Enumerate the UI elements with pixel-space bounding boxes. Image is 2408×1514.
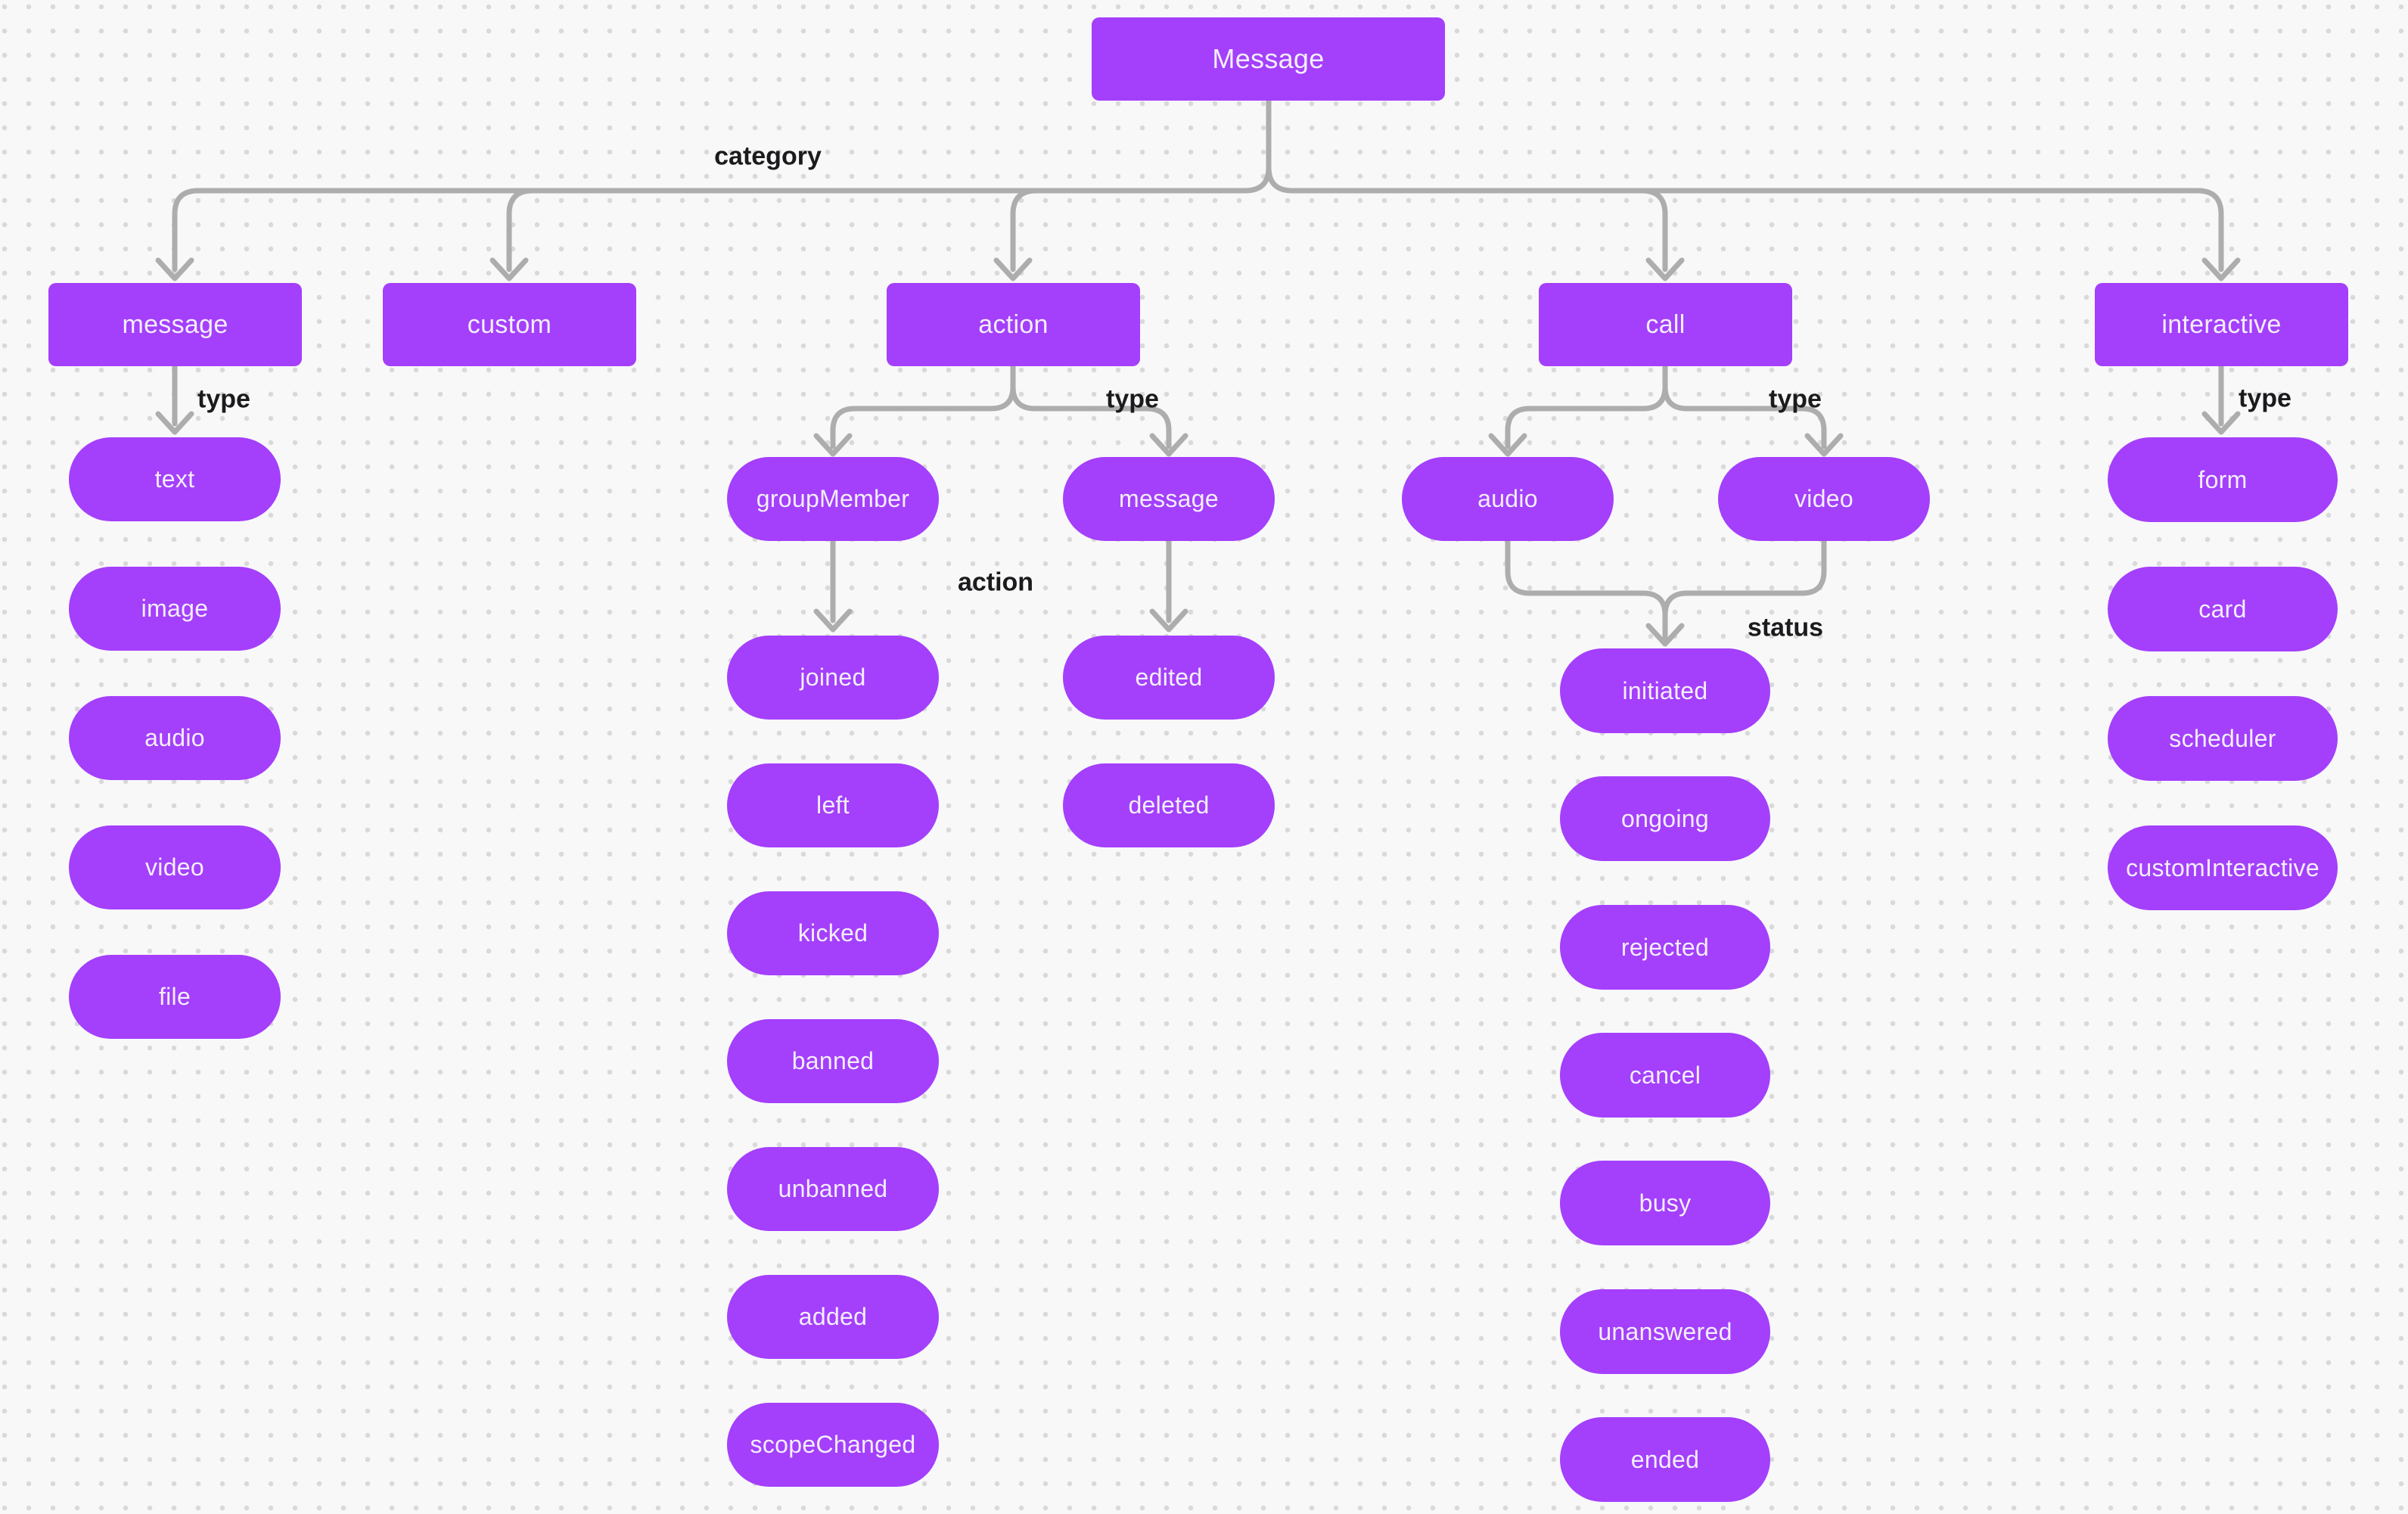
- node-action-banned: banned: [727, 1019, 939, 1103]
- edge-root-to-call: [1639, 188, 1668, 272]
- edge-label-type-call: type: [1769, 384, 1822, 414]
- arrowhead: [1645, 257, 1685, 281]
- edge-label-type-action: type: [1106, 384, 1159, 414]
- arrowhead: [1149, 433, 1188, 457]
- node-type-audio: audio: [69, 696, 281, 780]
- node-status-cancel: cancel: [1560, 1033, 1770, 1118]
- node-action-scopechanged: scopeChanged: [727, 1403, 939, 1487]
- node-category-interactive: interactive: [2095, 283, 2348, 366]
- node-action-edited: edited: [1063, 636, 1275, 720]
- node-type-video: video: [69, 825, 281, 909]
- edge-call-to-audio: [1505, 363, 1668, 449]
- node-action-added: added: [727, 1275, 939, 1359]
- edge-audio-to-status: [1505, 538, 1668, 641]
- arrowhead: [1645, 623, 1685, 647]
- edge-root-to-action: [1010, 188, 1039, 272]
- node-type-card: card: [2108, 567, 2338, 651]
- arrowhead: [993, 257, 1033, 281]
- node-type-file: file: [69, 955, 281, 1039]
- edge-action-to-groupmember: [830, 363, 1016, 449]
- edge-label-type-interactive: type: [2239, 384, 2291, 413]
- arrowhead: [1488, 433, 1527, 457]
- node-type-form: form: [2108, 437, 2338, 522]
- edge-label-category: category: [714, 141, 822, 171]
- edge-label-type-message: type: [197, 384, 250, 414]
- node-status-unanswered: unanswered: [1560, 1289, 1770, 1374]
- node-type-groupmember: groupMember: [727, 457, 939, 541]
- edge-action-to-message: [1010, 363, 1172, 449]
- arrowhead: [489, 257, 529, 281]
- node-status-busy: busy: [1560, 1161, 1770, 1245]
- node-status-rejected: rejected: [1560, 905, 1770, 990]
- node-category-action: action: [887, 283, 1140, 366]
- node-type-custominteractive: customInteractive: [2108, 825, 2338, 910]
- edge-root-to-interactive: [1266, 98, 2224, 272]
- edge-label-status: status: [1747, 613, 1824, 642]
- node-category-call: call: [1539, 283, 1792, 366]
- node-calltype-audio: audio: [1402, 457, 1614, 541]
- edge-video-to-status: [1662, 538, 1827, 641]
- arrowhead: [155, 257, 194, 281]
- node-calltype-video: video: [1718, 457, 1930, 541]
- node-type-scheduler: scheduler: [2108, 696, 2338, 781]
- node-category-custom: custom: [383, 283, 636, 366]
- node-type-image: image: [69, 567, 281, 651]
- node-status-initiated: initiated: [1560, 648, 1770, 733]
- node-action-deleted: deleted: [1063, 763, 1275, 847]
- edge-root-to-message: [172, 98, 1272, 272]
- node-action-unbanned: unbanned: [727, 1147, 939, 1231]
- node-message-root: Message: [1092, 17, 1445, 101]
- arrowhead: [813, 433, 853, 457]
- arrowhead: [2201, 411, 2241, 435]
- node-type-text: text: [69, 437, 281, 521]
- edge-root-to-custom: [506, 188, 536, 272]
- arrowhead: [1149, 608, 1188, 633]
- node-action-joined: joined: [727, 636, 939, 720]
- node-status-ended: ended: [1560, 1417, 1770, 1502]
- node-action-kicked: kicked: [727, 891, 939, 975]
- arrowhead: [1804, 433, 1844, 457]
- node-category-message: message: [48, 283, 302, 366]
- arrowhead: [155, 411, 194, 435]
- edge-label-action: action: [957, 567, 1034, 597]
- arrowhead: [2201, 257, 2241, 281]
- node-type-message: message: [1063, 457, 1275, 541]
- edge-call-to-video: [1662, 363, 1827, 449]
- node-action-left: left: [727, 763, 939, 847]
- arrowhead: [813, 608, 853, 633]
- node-status-ongoing: ongoing: [1560, 776, 1770, 861]
